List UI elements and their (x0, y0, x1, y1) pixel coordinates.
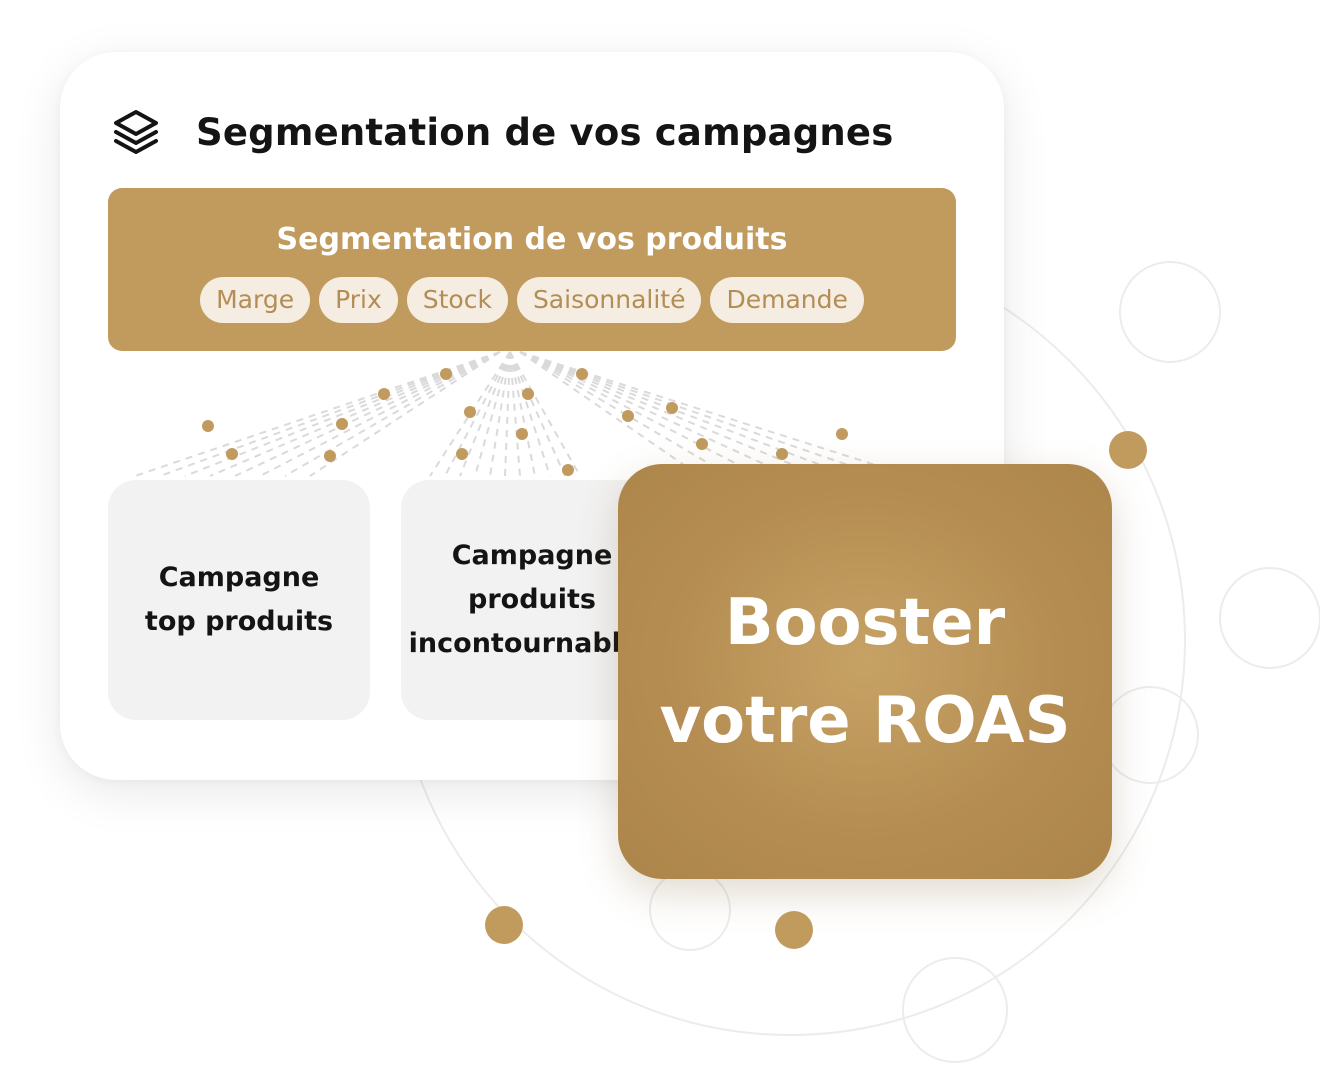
connector-lines (134, 351, 911, 477)
card-title: Segmentation de vos campagnes (196, 110, 894, 154)
chip-prix[interactable]: Prix (319, 277, 398, 323)
layers-icon (114, 110, 158, 154)
campaign-segmentation-card: Segmentation de vos campagnes Segmentati… (60, 52, 1004, 780)
orbit-circle (1101, 686, 1199, 784)
orbit-circle (649, 869, 731, 951)
decorative-dot (775, 911, 813, 949)
chip-saisonnalite[interactable]: Saisonnalité (516, 277, 702, 323)
decorative-dot (1109, 431, 1147, 469)
chip-demande[interactable]: Demande (710, 277, 864, 323)
decorative-dot (485, 906, 523, 944)
product-segmentation-title: Segmentation de vos produits (276, 222, 788, 257)
segmentation-chips: Marge Prix Stock Saisonnalité Demande (108, 277, 956, 323)
booster-roas-card: Booster votre ROAS (618, 464, 1112, 879)
chip-stock[interactable]: Stock (406, 277, 508, 323)
product-segmentation-box: Segmentation de vos produits Marge Prix … (108, 188, 956, 351)
orbit-circle (1219, 567, 1320, 669)
campaign-card-top-produits[interactable]: Campagne top produits (108, 480, 370, 720)
connector-dots (202, 368, 848, 476)
orbit-circle (902, 957, 1008, 1063)
chip-marge[interactable]: Marge (200, 277, 311, 323)
dashed-fan-lines (134, 351, 911, 477)
card-header: Segmentation de vos campagnes (110, 104, 893, 160)
orbit-circle (1119, 261, 1221, 363)
